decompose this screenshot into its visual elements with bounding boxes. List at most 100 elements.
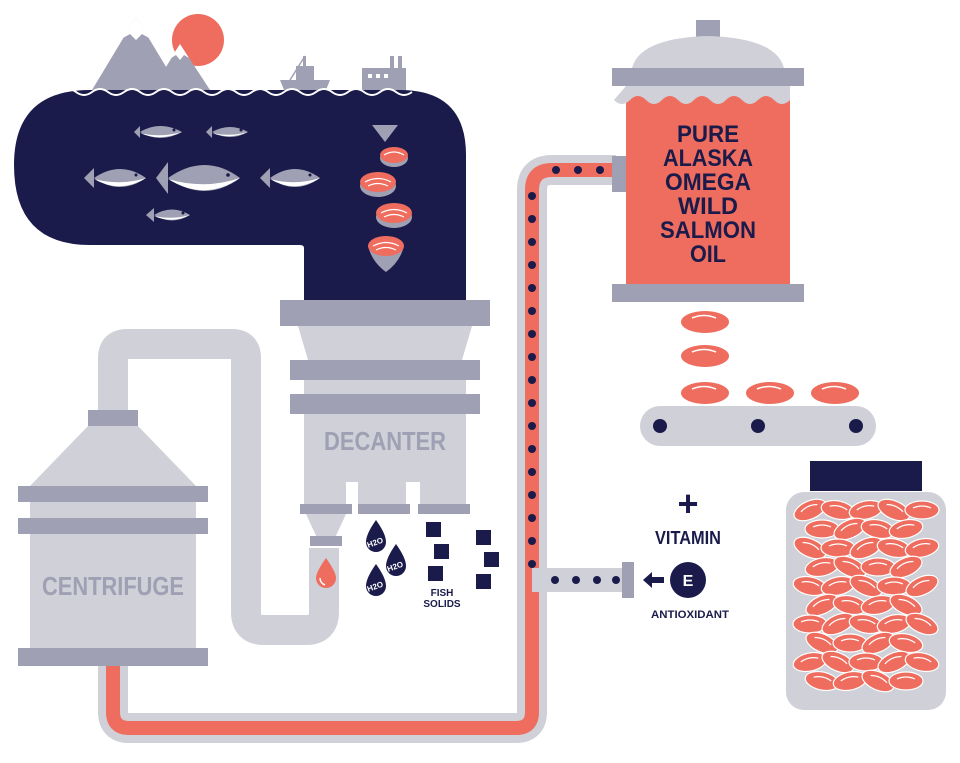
vitamin-e-badge — [670, 562, 706, 598]
jar-capsule-shine — [897, 638, 916, 644]
centrifuge-label: CENTRIFUGE — [42, 571, 184, 601]
pipe-dots — [528, 166, 604, 568]
oil-tank — [612, 20, 804, 302]
fish-belly — [94, 132, 320, 220]
jar-capsule-shine — [800, 657, 819, 663]
jar-capsule-shine — [829, 505, 848, 511]
jar-capsule — [904, 500, 940, 520]
oil-title-line: SALMON — [660, 217, 756, 244]
jar-capsule — [888, 671, 924, 691]
ocean-water — [14, 90, 466, 300]
capsule-icon — [681, 311, 859, 404]
oil-title-line: OMEGA — [665, 169, 751, 196]
jar-capsule-shine — [830, 655, 848, 665]
oil-title: PURE ALASKA OMEGA WILD SALMON OIL — [660, 121, 756, 268]
jar-capsule-shine — [912, 543, 931, 549]
jar-capsule-shine — [828, 617, 846, 627]
jar-capsule — [821, 650, 855, 674]
jar-capsule-shine — [896, 676, 916, 680]
jar-capsule-shine — [828, 581, 847, 587]
mountain-icon — [92, 17, 210, 90]
jar-capsule — [905, 574, 939, 598]
jar-capsule — [877, 498, 911, 522]
jar-capsule-shine — [842, 560, 860, 570]
jar-capsule-shine — [886, 503, 904, 513]
decanter — [280, 300, 490, 546]
jar-capsule-shine — [840, 638, 860, 642]
jar-capsule — [889, 555, 923, 579]
jar-capsule — [888, 518, 924, 540]
vitamin-e-letter: E — [683, 573, 694, 590]
conveyor-icon — [640, 406, 876, 446]
jar-capsule-shine — [896, 524, 915, 530]
jar-capsule-shine — [813, 676, 832, 682]
jar-capsule-shine — [884, 581, 904, 585]
jar-capsule-shine — [814, 636, 832, 646]
oil-title-line: WILD — [678, 193, 738, 220]
jar-capsule-shine — [912, 505, 932, 509]
plus-icon: + — [677, 483, 698, 524]
jar-capsule — [904, 651, 940, 673]
jar-capsule-shine — [884, 655, 902, 665]
connecting-pipe — [98, 329, 339, 645]
jar-capsule — [833, 555, 867, 579]
jar-capsule-shine — [856, 657, 876, 661]
oil-title-line: OIL — [690, 241, 726, 268]
jar-capsule-shine — [856, 541, 874, 551]
fish-solids-label: SOLIDS — [423, 599, 461, 610]
jar-capsule-shine — [870, 674, 888, 684]
jar-capsule-shine — [869, 524, 888, 530]
jar-capsule-shine — [828, 543, 848, 547]
factory-icon — [362, 56, 406, 90]
salmon-steak-icon — [360, 125, 412, 272]
oil-title-line: ALASKA — [663, 145, 753, 172]
fishing-boat-icon — [280, 55, 330, 90]
decanter-label: DECANTER — [324, 426, 446, 456]
jar-capsule-shine — [840, 522, 858, 532]
jar-capsule-shine — [812, 562, 831, 568]
jar-capsule-shine — [858, 579, 876, 589]
antioxidant-label: ANTIOXIDANT — [651, 609, 729, 621]
ocean-scene — [14, 14, 466, 300]
jar-capsule-shine — [885, 543, 904, 549]
jar-capsule-shine — [868, 600, 887, 606]
jar-capsule — [861, 669, 895, 693]
jar-capsule-shine — [868, 562, 888, 566]
oil-title-line: PURE — [677, 121, 739, 148]
fish-solids-label: FISH — [431, 588, 454, 599]
jar-capsule-shine — [801, 581, 820, 587]
jar-capsule — [904, 537, 940, 559]
vitamin-group: + VITAMIN E ANTIOXIDANT — [643, 483, 729, 621]
jar-capsule-shine — [868, 636, 886, 646]
jar-capsule-shine — [914, 617, 932, 627]
jar-capsule — [849, 574, 883, 598]
jar-capsule-shine — [802, 541, 820, 551]
jar-capsule-shine — [841, 600, 860, 606]
jar-capsule-shine — [800, 619, 820, 623]
jar-capsule — [889, 593, 923, 617]
jar-capsule — [793, 536, 827, 560]
vitamin-label: VITAMIN — [655, 528, 721, 548]
jar-capsule-shine — [913, 657, 932, 663]
jar-capsule-shine — [884, 619, 903, 625]
fish-solids — [426, 522, 499, 589]
jar-capsule-shine — [896, 560, 914, 570]
jar-capsule-shine — [812, 598, 830, 608]
jar-capsule-shine — [898, 598, 916, 608]
oil-pipe — [98, 155, 616, 743]
jar-capsule-shine — [800, 503, 818, 513]
jar-capsule-shine — [912, 579, 930, 589]
vitamin-pipe — [532, 562, 634, 598]
jar-capsule-shine — [840, 676, 859, 682]
arrow-left-icon — [643, 572, 664, 588]
jar-icon — [786, 461, 946, 710]
jar-capsule-shine — [856, 505, 875, 511]
jar-capsule-shine — [857, 619, 876, 625]
jar-capsule — [805, 631, 839, 655]
water-drop-icon — [366, 520, 406, 596]
wave-line — [59, 88, 413, 96]
jar-capsule-shine — [812, 524, 832, 528]
centrifuge — [18, 410, 208, 666]
jar-capsule — [905, 612, 939, 636]
